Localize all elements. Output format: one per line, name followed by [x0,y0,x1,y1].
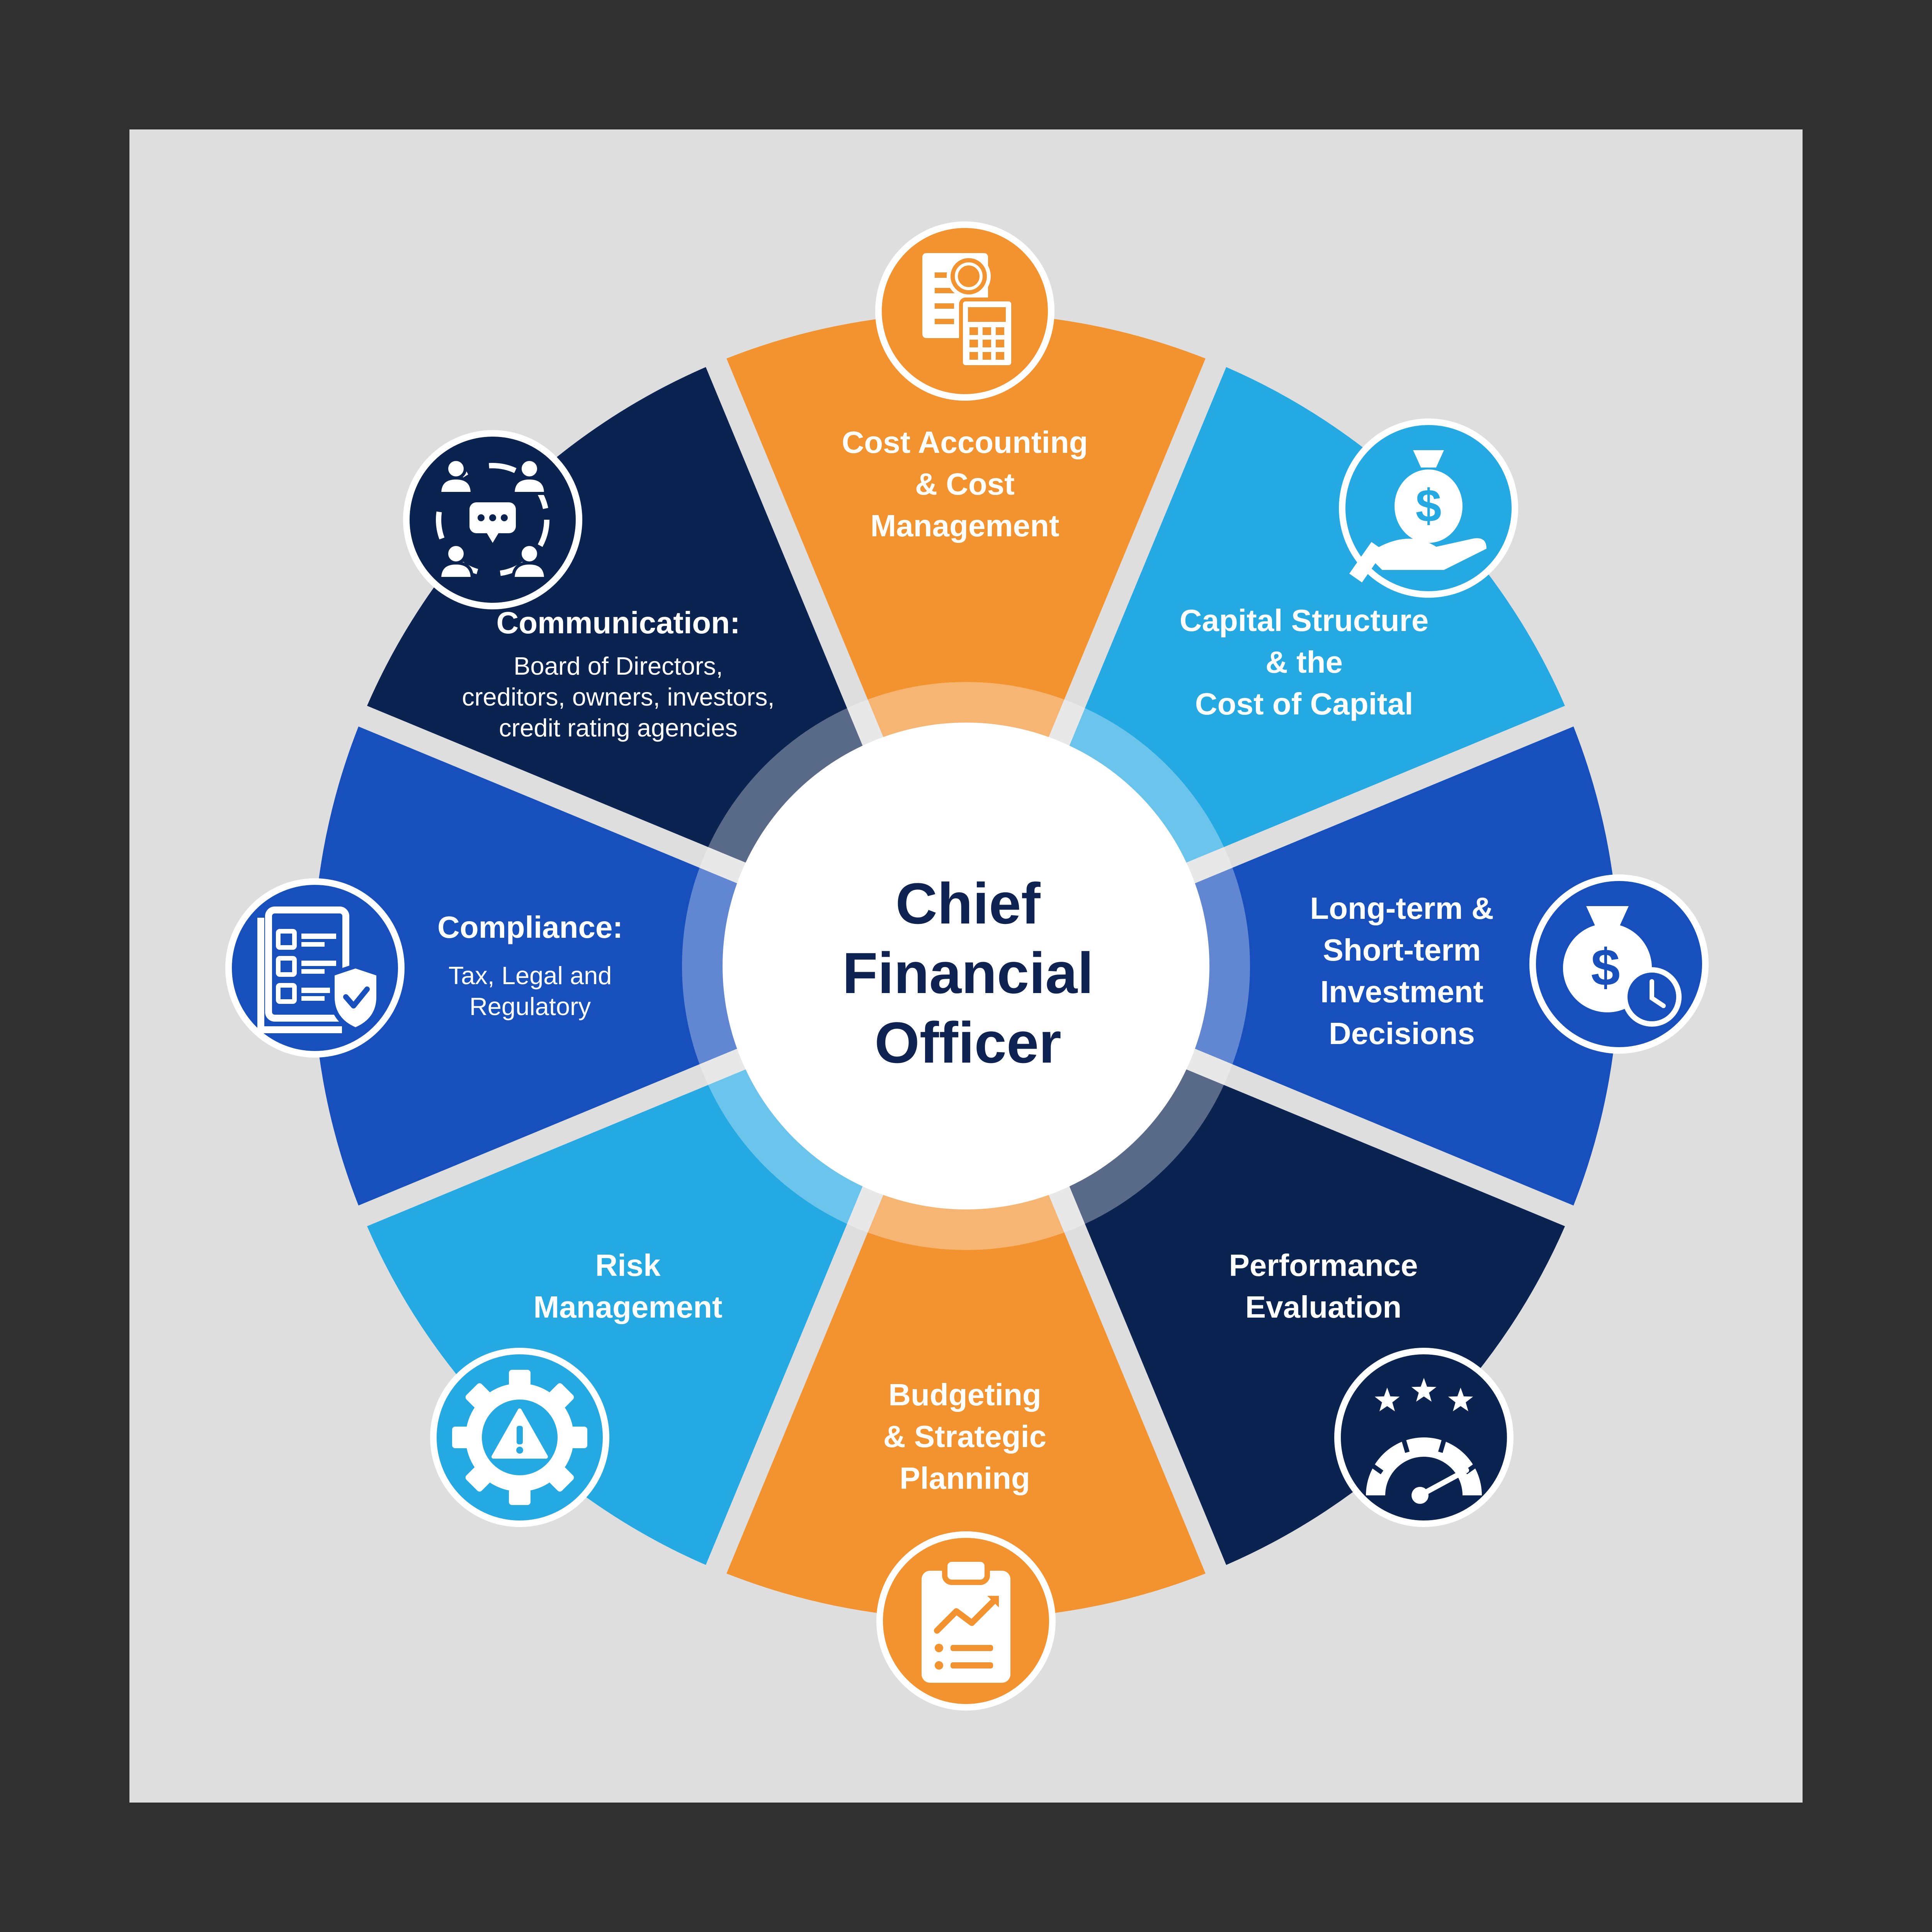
segment-investment-decisions [966,716,1619,1216]
label-communication: Communication: Board of Directors, credito… [462,605,774,742]
segment-title-line: Cost Accounting [842,425,1088,459]
money-bag-hand-icon: $ [1339,418,1518,598]
segment-title-line: & Strategic [883,1419,1046,1454]
segment-title-line: & the [1265,645,1343,679]
segment-title-line: Cost of Capital [1195,687,1413,721]
segment-title-line: Risk [595,1248,661,1282]
segment-title-line: Compliance: [437,910,623,944]
center-title-line-3: Officer [874,1010,1061,1075]
segment-body-line: Tax, Legal and [449,961,612,990]
document-calculator-icon [875,221,1054,401]
svg-text:$: $ [1416,480,1442,532]
segment-title-line: Long-term & [1310,891,1494,925]
segment-title-line: Decisions [1329,1016,1475,1051]
segment-cost-accounting [716,313,1216,966]
svg-text:$: $ [1591,938,1620,997]
segment-title-line: Performance [1229,1248,1418,1282]
icons-layer: $$ [225,221,1709,1711]
hub-ring [682,682,1250,1250]
center-title-line-1: Chief [896,871,1041,936]
segment-title-line: Capital Structure [1180,603,1429,638]
money-bag-clock-icon: $ [1529,874,1709,1054]
center-circle [723,723,1209,1209]
center-ring [682,682,1250,1250]
clipboard-chart-icon [876,1531,1056,1711]
segment-title-line: Short-term [1323,933,1481,967]
gear-warning-icon [430,1348,609,1527]
segment-title-line: Communication: [496,605,740,640]
segment-title-line: Investment [1320,975,1483,1009]
segment-body-line: creditors, owners, investors, [462,683,774,711]
segment-title-line: Management [871,509,1060,543]
checklist-shield-icon [225,878,405,1058]
segment-title-line: Evaluation [1245,1290,1402,1324]
segment-title-line: Budgeting [888,1378,1041,1412]
people-chat-icon [403,430,582,609]
segment-body-line: credit rating agencies [499,714,738,742]
segment-body-line: Board of Directors, [514,652,723,680]
segment-compliance [313,716,966,1216]
segment-body-line: Regulatory [469,992,591,1020]
center-title-line-2: Financial [842,940,1094,1005]
center-hub: Chief Financial Officer [723,723,1209,1209]
segment-title-line: Management [534,1290,723,1324]
segment-budgeting [716,966,1216,1619]
gauge-stars-icon [1334,1348,1514,1527]
segment-title-line: Planning [900,1461,1030,1495]
segment-title-line: & Cost [915,467,1015,501]
